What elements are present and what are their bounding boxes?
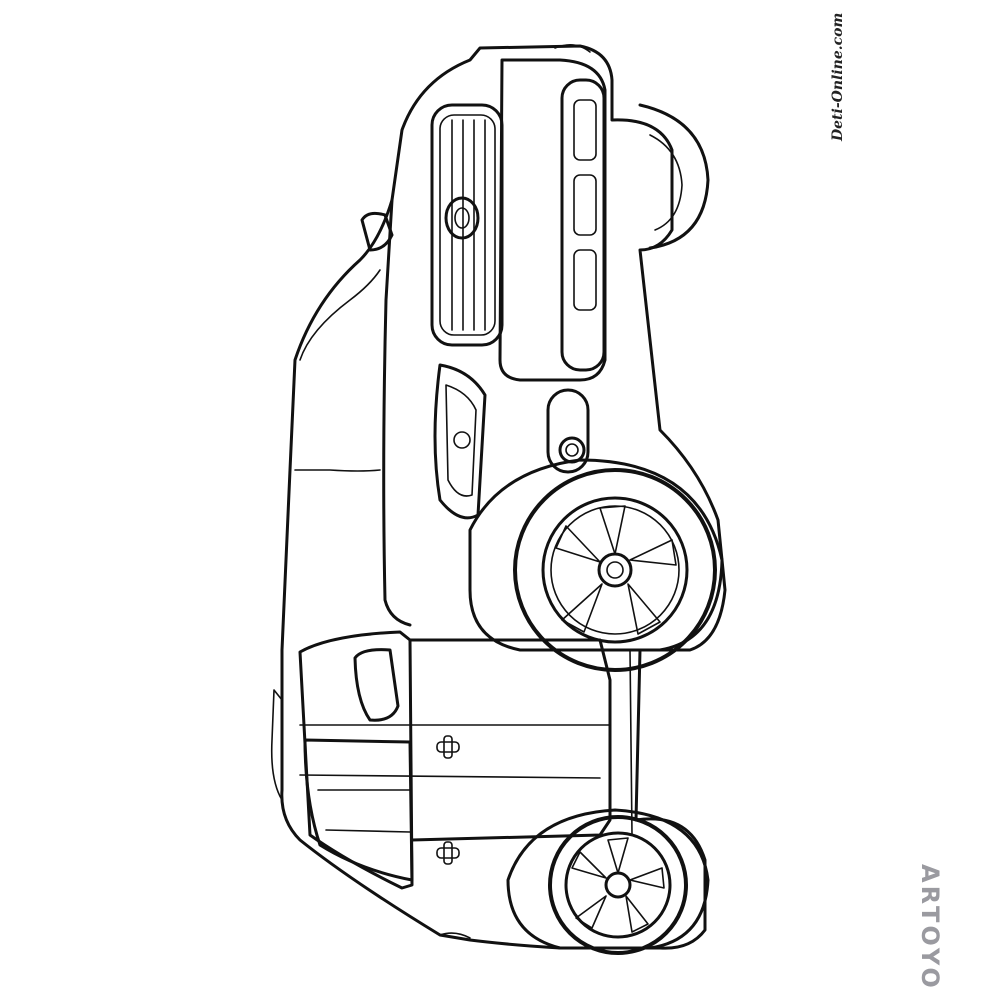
windshield-line	[299, 269, 381, 361]
rear-window-bar-2	[325, 829, 411, 833]
headlight-inner	[445, 384, 477, 497]
rear-window	[303, 738, 414, 882]
rear-wheel-arch	[506, 808, 710, 950]
side-mirror	[360, 211, 394, 252]
front-wheel-arch	[468, 458, 724, 652]
hood-line	[382, 198, 412, 627]
front-grille-inner	[439, 114, 496, 336]
door-crease-line	[299, 774, 601, 779]
grille-bars	[451, 119, 486, 331]
front-door	[298, 630, 414, 890]
door-mirror	[353, 648, 400, 722]
headlight-bulb	[453, 431, 471, 449]
rear-door-panel	[408, 638, 612, 842]
rear-wheel	[548, 815, 688, 955]
lower-grille	[560, 78, 606, 372]
a-pillar-line	[294, 469, 381, 472]
headlight	[433, 363, 487, 520]
front-bumper	[498, 58, 607, 382]
bumper-chin	[554, 44, 591, 53]
lower-grille-slots	[573, 99, 597, 311]
upper-wheel	[638, 103, 710, 250]
door-handle-rear	[436, 841, 460, 865]
rocker-line	[629, 649, 633, 836]
brand-watermark: ARTOYO	[916, 864, 944, 991]
door-handle-front	[436, 735, 460, 759]
lower-sill	[439, 932, 471, 939]
grille-emblem	[444, 196, 480, 240]
front-wheel	[513, 468, 717, 672]
roof-line	[270, 689, 283, 801]
site-watermark: Deti-Online.com	[830, 12, 846, 142]
